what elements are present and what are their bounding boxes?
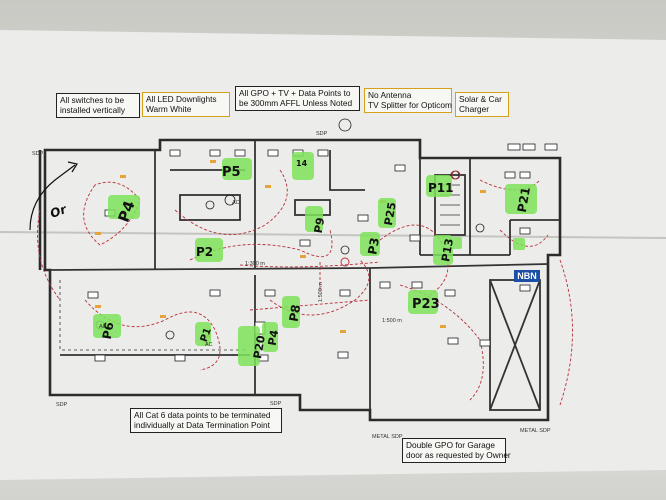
label-p6: P6	[100, 321, 117, 340]
label-p13: P13	[439, 237, 456, 262]
note-switches: All switches to be installed vertically	[56, 93, 140, 118]
ac-label-2: AC	[99, 324, 107, 330]
label-p9: P9	[312, 216, 328, 234]
sdp-label-1: SDP	[56, 402, 68, 408]
note-solar-line-1: Solar & Car	[459, 94, 502, 104]
hand-drawn-arrow	[29, 164, 76, 231]
label-p11: P11	[428, 181, 454, 195]
note-downlights: All LED Downlights Warm White	[142, 92, 230, 117]
label-p8: P8	[286, 303, 303, 322]
note-switches-line-2: installed vertically	[60, 104, 126, 115]
paper-fold	[0, 231, 666, 239]
note-downlights-line-1: All LED Downlights	[146, 94, 217, 104]
note-gpo-line-2: be 300mm AFFL Unless Noted	[239, 97, 353, 108]
note-antenna: No Antenna TV Splitter for Opticom	[364, 88, 452, 113]
sdp-label-4: SDP	[32, 151, 44, 157]
note-cat6-line-1: All Cat 6 data points to be terminated	[134, 410, 271, 420]
label-p2: P2	[196, 245, 213, 259]
label-p21: P21	[515, 186, 533, 214]
label-p4-hall: P4	[266, 329, 282, 347]
light-points	[95, 118, 485, 340]
note-gpo-line-1: All GPO + TV + Data Points to	[239, 88, 351, 98]
note-gpo: All GPO + TV + Data Points to be 300mm A…	[235, 86, 360, 111]
sdp-label-2: SDP	[270, 401, 282, 407]
dimension-c: 1:500 m	[382, 318, 402, 324]
label-p20: P20	[251, 334, 268, 360]
ac-label-1: AC	[232, 200, 240, 206]
note-cat6-line-2: individually at Data Termination Point	[134, 419, 270, 430]
dimension-b: 1:500 m	[318, 282, 324, 302]
note-garage: Double GPO for Garage door as requested …	[402, 438, 511, 463]
note-solar: Solar & Car Charger	[455, 92, 509, 117]
metal-sdp-label-1: METAL SDP	[372, 434, 403, 440]
dimension-a: 1:300 m	[245, 261, 265, 267]
arrow-head	[67, 161, 78, 173]
label-p3: P3	[365, 236, 382, 255]
ac-label-3: AC	[205, 342, 213, 348]
dimension-labels: 1:300 m 1:500 m 1:500 m SDP SDP SDP SDP …	[32, 131, 551, 440]
note-antenna-line-2: TV Splitter for Opticom	[368, 99, 452, 110]
zone-markers	[340, 170, 461, 267]
label-p1: P1	[199, 326, 214, 343]
note-solar-line-2: Charger	[459, 103, 489, 114]
label-p23: P23	[412, 297, 440, 312]
hand-mark: Or	[48, 202, 69, 221]
paper-sheet	[0, 30, 666, 480]
note-garage-line-2: door as requested by Owner	[406, 449, 511, 460]
note-switches-line-1: All switches to be	[60, 95, 125, 105]
note-antenna-line-1: No Antenna	[368, 90, 412, 100]
metal-sdp-label-2: METAL SDP	[520, 428, 551, 434]
nbn-badge: NBN	[514, 270, 540, 282]
label-p5: P5	[222, 165, 241, 180]
note-downlights-line-2: Warm White	[146, 103, 192, 114]
note-garage-line-1: Double GPO for Garage	[406, 440, 496, 450]
note-cat6: All Cat 6 data points to be terminated i…	[130, 408, 282, 433]
highlighter-marks	[93, 152, 537, 366]
label-p25: P25	[382, 201, 399, 226]
sdp-label-3: SDP	[316, 131, 328, 137]
label-14: 14	[296, 159, 308, 168]
